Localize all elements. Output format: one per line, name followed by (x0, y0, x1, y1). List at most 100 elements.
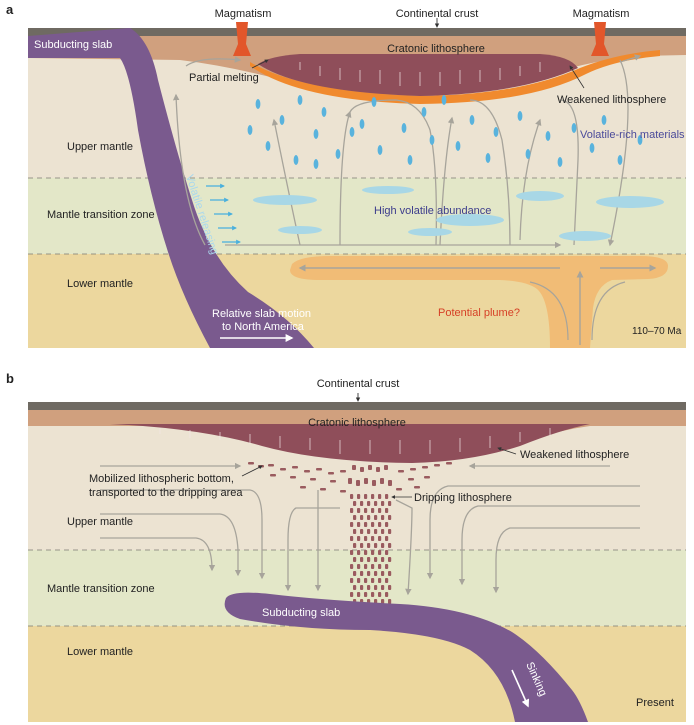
mobilized-pointer (241, 465, 263, 477)
drip-particle (364, 494, 368, 499)
drip-particle (360, 501, 364, 506)
lower-mantle-label-b: Lower mantle (67, 646, 133, 658)
drip-particle (371, 564, 375, 569)
mantle-flow-arrows-b (100, 462, 640, 596)
panel-b: b Continental crust Cratonic lithosphere… (6, 371, 686, 722)
drip-particle (388, 529, 392, 534)
drip-particle (374, 557, 378, 562)
drip-particle (371, 522, 375, 527)
partial-melting-pointer (251, 59, 269, 69)
drip-particle (385, 536, 389, 541)
drip-particle (350, 564, 354, 569)
plume-arm-right (591, 281, 626, 341)
drip-particle (350, 508, 354, 513)
drip-particle (388, 599, 392, 604)
weakened-lithosphere-pointer-b (497, 447, 517, 455)
drip-particle (388, 571, 392, 576)
drip-particle (360, 543, 364, 548)
drip-particle (364, 508, 368, 513)
drip-particle (357, 522, 361, 527)
drip-particle (374, 585, 378, 590)
drip-particle (353, 501, 357, 506)
age-label-a: 110–70 Ma (632, 326, 682, 337)
potential-plume (290, 256, 668, 348)
drip-particle (374, 543, 378, 548)
drip-particle (353, 585, 357, 590)
high-volatile-abundance-label: High volatile abundance (374, 205, 491, 217)
drip-particle (350, 550, 354, 555)
mobilized-label-line2: transported to the dripping area (89, 487, 243, 499)
drip-particle (350, 578, 354, 583)
drip-particle (350, 494, 354, 499)
drip-particle (357, 550, 361, 555)
drip-particle (350, 522, 354, 527)
drip-particle (388, 501, 392, 506)
subducting-slab-a (28, 28, 314, 348)
drip-particle (385, 522, 389, 527)
drip-particle (388, 557, 392, 562)
dripping-lithosphere (248, 462, 452, 493)
drip-particle (371, 578, 375, 583)
subducting-slab-b (224, 592, 588, 722)
drip-particle (381, 529, 385, 534)
drip-particle (381, 571, 385, 576)
drip-particle (367, 515, 371, 520)
drip-particle (381, 543, 385, 548)
magmatism-right-label: Magmatism (573, 8, 630, 20)
lower-mantle-label-a: Lower mantle (67, 278, 133, 290)
drip-particle (371, 494, 375, 499)
drip-particle (381, 599, 385, 604)
drip-particle (353, 529, 357, 534)
drip-particle (388, 543, 392, 548)
drip-particle (385, 578, 389, 583)
potential-plume-label: Potential plume? (438, 307, 520, 319)
drip-particle (364, 578, 368, 583)
drip-particle (374, 529, 378, 534)
drip-particle (381, 585, 385, 590)
cratonic-lithosphere-label-a: Cratonic lithosphere (387, 43, 485, 55)
drip-particle (367, 571, 371, 576)
drip-particle (378, 564, 382, 569)
drip-particle (374, 515, 378, 520)
lower-mantle-zone-b (28, 626, 686, 722)
drip-particle (364, 564, 368, 569)
weakened-lithosphere-pointer-a (569, 65, 585, 89)
drip-particle (353, 571, 357, 576)
cratonic-lithosphere-layer (28, 36, 686, 50)
drip-particle (385, 494, 389, 499)
drip-particle (357, 536, 361, 541)
drip-particle (367, 557, 371, 562)
drip-particle (357, 508, 361, 513)
continental-crust-label-b: Continental crust (317, 378, 400, 390)
drip-particle (381, 501, 385, 506)
drip-particle (378, 522, 382, 527)
panel-b-label: b (6, 371, 14, 386)
panel-a: a Subducting slab Magmatism Continental … (6, 2, 686, 348)
drip-particle (364, 592, 368, 597)
weakened-lithosphere-label-a: Weakened lithosphere (557, 94, 666, 106)
drip-particle (367, 543, 371, 548)
slab-motion-label-line2: to North America (222, 321, 305, 333)
upper-mantle-label-a: Upper mantle (67, 141, 133, 153)
drip-particle (357, 564, 361, 569)
cratonic-lithosphere-label-b: Cratonic lithosphere (308, 417, 406, 429)
mantle-transition-zone-label-b: Mantle transition zone (47, 583, 155, 595)
drip-particle (381, 515, 385, 520)
drip-particle (360, 585, 364, 590)
drip-particle (374, 501, 378, 506)
drip-particle (353, 515, 357, 520)
magmatism-left-label: Magmatism (215, 8, 272, 20)
weakened-lithosphere-label-b: Weakened lithosphere (520, 449, 629, 461)
drip-particle (374, 571, 378, 576)
mobilized-label-line1: Mobilized lithospheric bottom, (89, 473, 234, 485)
lithosphere-ticks (299, 62, 541, 86)
drip-particle (364, 550, 368, 555)
drip-particle (360, 529, 364, 534)
drip-particle (367, 529, 371, 534)
panel-a-label: a (6, 2, 14, 17)
plume-arm-left (529, 281, 569, 341)
subducting-slab-label-b: Subducting slab (262, 607, 340, 619)
drip-particle (385, 550, 389, 555)
continental-crust-layer-b (28, 402, 686, 410)
magmatism-left-icon (233, 22, 251, 56)
